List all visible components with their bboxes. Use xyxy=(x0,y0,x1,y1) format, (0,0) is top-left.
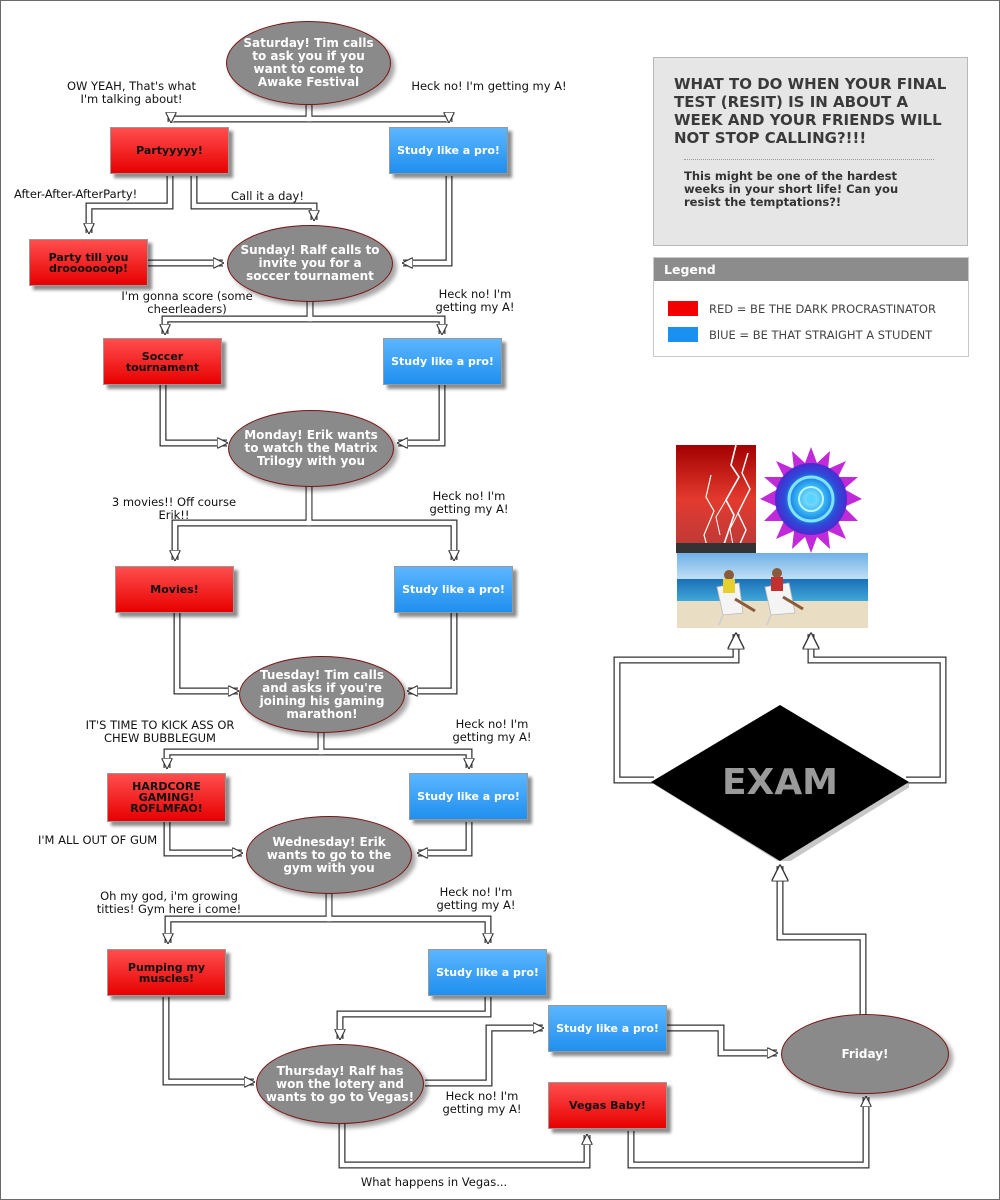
box-study-monday: Study like a pro! xyxy=(394,566,513,613)
legend-swatch-red xyxy=(668,301,698,316)
exam-diamond xyxy=(651,705,909,861)
label-after-party: After-After-AfterParty! xyxy=(14,187,138,201)
label-call-it-a-day: Call it a day! xyxy=(231,189,304,203)
legend-item-red: RED = BE THE DARK PROCRASTINATOR xyxy=(668,301,936,316)
day-tuesday: Tuesday! Tim calls and asks if you're jo… xyxy=(239,656,405,733)
box-pumping-muscles: Pumping my muscles! xyxy=(107,949,226,996)
legend-label-blue: BlUE = BE THAT STRAIGHT A STUDENT xyxy=(709,327,933,342)
day-friday: Friday! xyxy=(781,1014,949,1094)
title-divider xyxy=(684,159,934,160)
day-sunday: Sunday! Ralf calls to invite you for a s… xyxy=(227,225,393,302)
lightning-picture xyxy=(676,445,756,553)
page-title: WHAT TO DO WHEN YOUR FINAL TEST (RESIT) … xyxy=(674,75,947,147)
box-study-sunday: Study like a pro! xyxy=(383,338,502,385)
box-study-wednesday: Study like a pro! xyxy=(428,949,547,996)
legend-label-red: RED = BE THE DARK PROCRASTINATOR xyxy=(709,301,936,316)
day-saturday: Saturday! Tim calls to ask you if you wa… xyxy=(226,21,391,105)
label-wednesday-blue: Heck no! I'm getting my A! xyxy=(436,885,516,912)
box-party: Partyyyyy! xyxy=(110,127,229,174)
box-study-tuesday: Study like a pro! xyxy=(409,773,528,820)
label-wednesday-red: Oh my god, i'm growing titties! Gym here… xyxy=(96,889,242,916)
box-study-saturday: Study like a pro! xyxy=(389,127,508,174)
box-hardcore-gaming: HARDCORE GAMING! ROFLMFAO! xyxy=(107,773,226,822)
day-thursday: Thursday! Ralf has won the lotery and wa… xyxy=(256,1044,424,1124)
day-wednesday: Wednesday! Erik wants to go to the gym w… xyxy=(246,816,412,894)
title-panel: WHAT TO DO WHEN YOUR FINAL TEST (RESIT) … xyxy=(653,57,968,246)
legend-panel: Legend RED = BE THE DARK PROCRASTINATOR … xyxy=(653,257,969,357)
label-saturday-red: OW YEAH, That's what I'm talking about! xyxy=(66,79,197,106)
legend-header: Legend xyxy=(654,258,968,281)
label-what-happens-in-vegas: What happens in Vegas... xyxy=(360,1175,508,1189)
label-tuesday-blue: Heck no! I'm getting my A! xyxy=(452,717,532,744)
legend-item-blue: BlUE = BE THAT STRAIGHT A STUDENT xyxy=(668,327,932,342)
label-tuesday-red: IT'S TIME TO KICK ASS OR CHEW BUBBLEGUM xyxy=(85,718,235,745)
beach-chairs-picture xyxy=(677,553,868,628)
box-movies: Movies! xyxy=(115,566,234,613)
exam-label: EXAM xyxy=(721,762,839,803)
legend-swatch-blue xyxy=(668,327,698,342)
box-study-thursday: Study like a pro! xyxy=(548,1005,667,1052)
label-sunday-blue: Heck no! I'm getting my A! xyxy=(435,287,515,314)
label-monday-blue: Heck no! I'm getting my A! xyxy=(429,489,509,516)
page-subtitle: This might be one of the hardest weeks i… xyxy=(684,169,899,209)
box-vegas-baby: Vegas Baby! xyxy=(548,1082,667,1129)
label-out-of-gum: I'M ALL OUT OF GUM xyxy=(38,833,158,847)
label-thursday-blue: Heck no! I'm getting my A! xyxy=(442,1089,522,1116)
day-monday: Monday! Erik wants to watch the Matrix T… xyxy=(228,410,394,487)
box-party-till-you-drop: Party till you drooooooop! xyxy=(29,239,148,286)
label-saturday-blue: Heck no! I'm getting my A! xyxy=(411,79,567,93)
sun-spiral-picture xyxy=(756,445,868,553)
label-monday-red: 3 movies!! Off course Erik!! xyxy=(111,495,237,522)
box-soccer-tournament: Soccer tournament xyxy=(103,338,222,385)
label-sunday-red: I'm gonna score (some cheerleaders) xyxy=(121,289,253,316)
